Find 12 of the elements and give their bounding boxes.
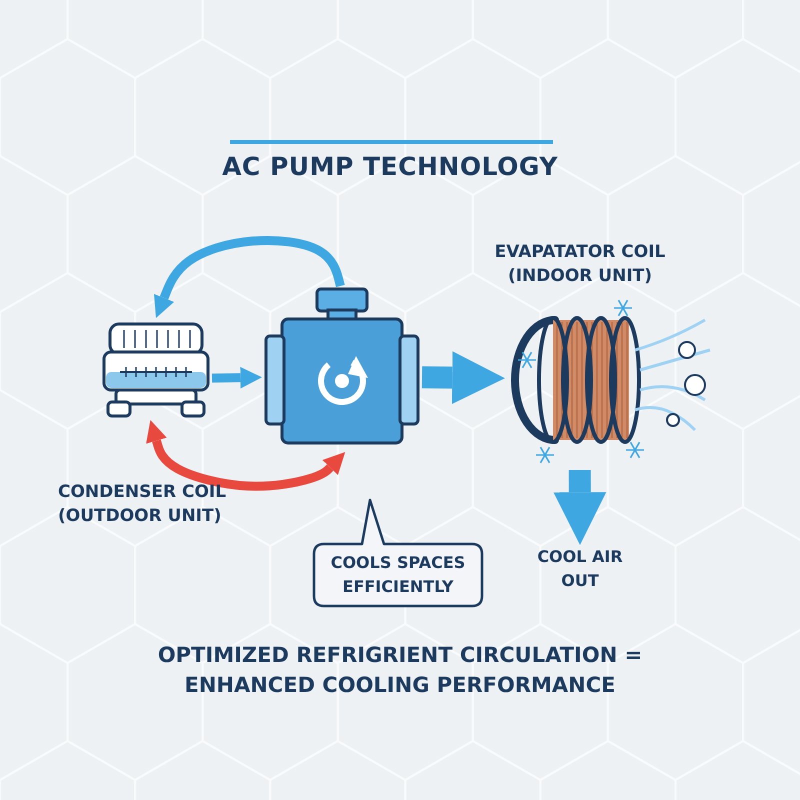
caption: OPTIMIZED REFRIGRIENT CIRCULATION = ENHANCED COOLING PERFORMANCE	[156, 642, 644, 699]
title: AC PUMP TECHNOLOGY	[221, 152, 559, 181]
speech-bubble	[312, 496, 484, 608]
node-caption: CONDENSER COIL (OUTDOOR UNIT)	[58, 481, 228, 528]
node-caption: EVAPATATOR COIL (INDOOR UNIT)	[494, 241, 666, 288]
arrow	[146, 420, 346, 491]
arrow	[553, 470, 606, 545]
node-text: COOL AIR OUT	[536, 546, 624, 592]
arrow	[422, 351, 505, 404]
arrow	[154, 236, 345, 318]
node-text: COOLS SPACES EFFICIENTLY	[330, 552, 466, 598]
arrow	[212, 366, 262, 388]
